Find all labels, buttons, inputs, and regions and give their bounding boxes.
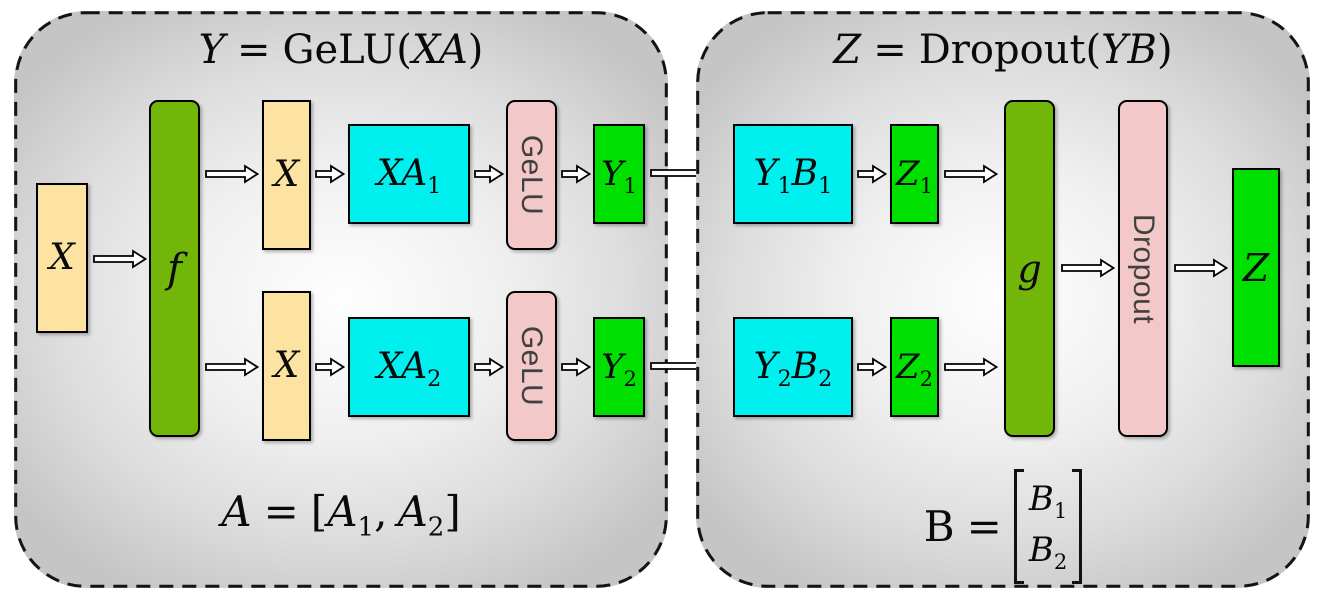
weight-split-formula-b: B= B1 B2 [696,469,1310,584]
gelu-label: GeLU [515,325,549,407]
output-z-box: Z [1232,168,1280,367]
title-equals: = [237,27,271,73]
block-arrow-icon [474,356,504,378]
right-bracket [1072,469,1083,584]
dropout-stage-panel: Z=Dropout(YB) Y1B1 Z1 Y2B2 Z2 g [696,11,1310,588]
block-arrow-icon [944,163,998,185]
block-arrow-icon [315,163,345,185]
all-reduce-g-operator-bar: g [1004,100,1055,437]
branch1-matmul-box: XA1 [348,124,470,224]
column-vector: B1 B2 [1013,469,1083,584]
block-arrow-icon [857,356,887,378]
block-arrow-icon [205,163,259,185]
identity-f-operator-bar: f [149,100,200,437]
branch1-yb-matmul-box: Y1B1 [733,124,853,224]
branch2-matmul-box: XA2 [348,317,470,417]
branch1-y-box: Y1 [593,124,645,224]
branch1-gelu-op-bar: GeLU [506,100,557,250]
branch2-y-box: Y2 [593,317,645,417]
input-x-box: X [36,183,88,333]
branch2-z-box: Z2 [890,317,939,417]
title-arg: YB [1101,27,1157,73]
block-arrow-icon [561,356,591,378]
title-var: Z [833,27,862,73]
dashed-panel-border [14,11,668,588]
left-bracket [1013,469,1024,584]
branch2-yb-matmul-box: Y2B2 [733,317,853,417]
block-arrow-icon [315,356,345,378]
block-arrow-icon [205,356,259,378]
branch1-x-box: X [262,100,311,250]
weight-split-formula-a: A=[A1,A2] [221,487,461,543]
block-arrow-icon [561,163,591,185]
left-panel-title: Y=GeLU(XA) [198,27,484,73]
gelu-stage-panel: Y=GeLU(XA) X f X XA1 GeLU [14,11,730,588]
title-arg: XA [411,27,468,73]
title-fn: GeLU [282,27,397,73]
dropout-op-bar: Dropout [1118,100,1168,437]
dropout-label: Dropout [1127,213,1161,324]
branch2-x-box: X [262,291,311,441]
block-arrow-icon [93,248,147,270]
block-arrow-icon [857,163,887,185]
branch2-gelu-op-bar: GeLU [506,291,557,441]
title-fn: Dropout [918,27,1086,73]
gelu-label: GeLU [515,134,549,216]
dashed-panel-border [696,11,1310,588]
right-panel-title: Z=Dropout(YB) [833,27,1173,73]
block-arrow-icon [1061,257,1115,279]
branch1-z-box: Z1 [890,124,939,224]
title-equals: = [873,27,907,73]
title-var: Y [198,27,225,73]
block-arrow-icon [474,163,504,185]
block-arrow-icon [1174,257,1228,279]
block-arrow-icon [944,356,998,378]
